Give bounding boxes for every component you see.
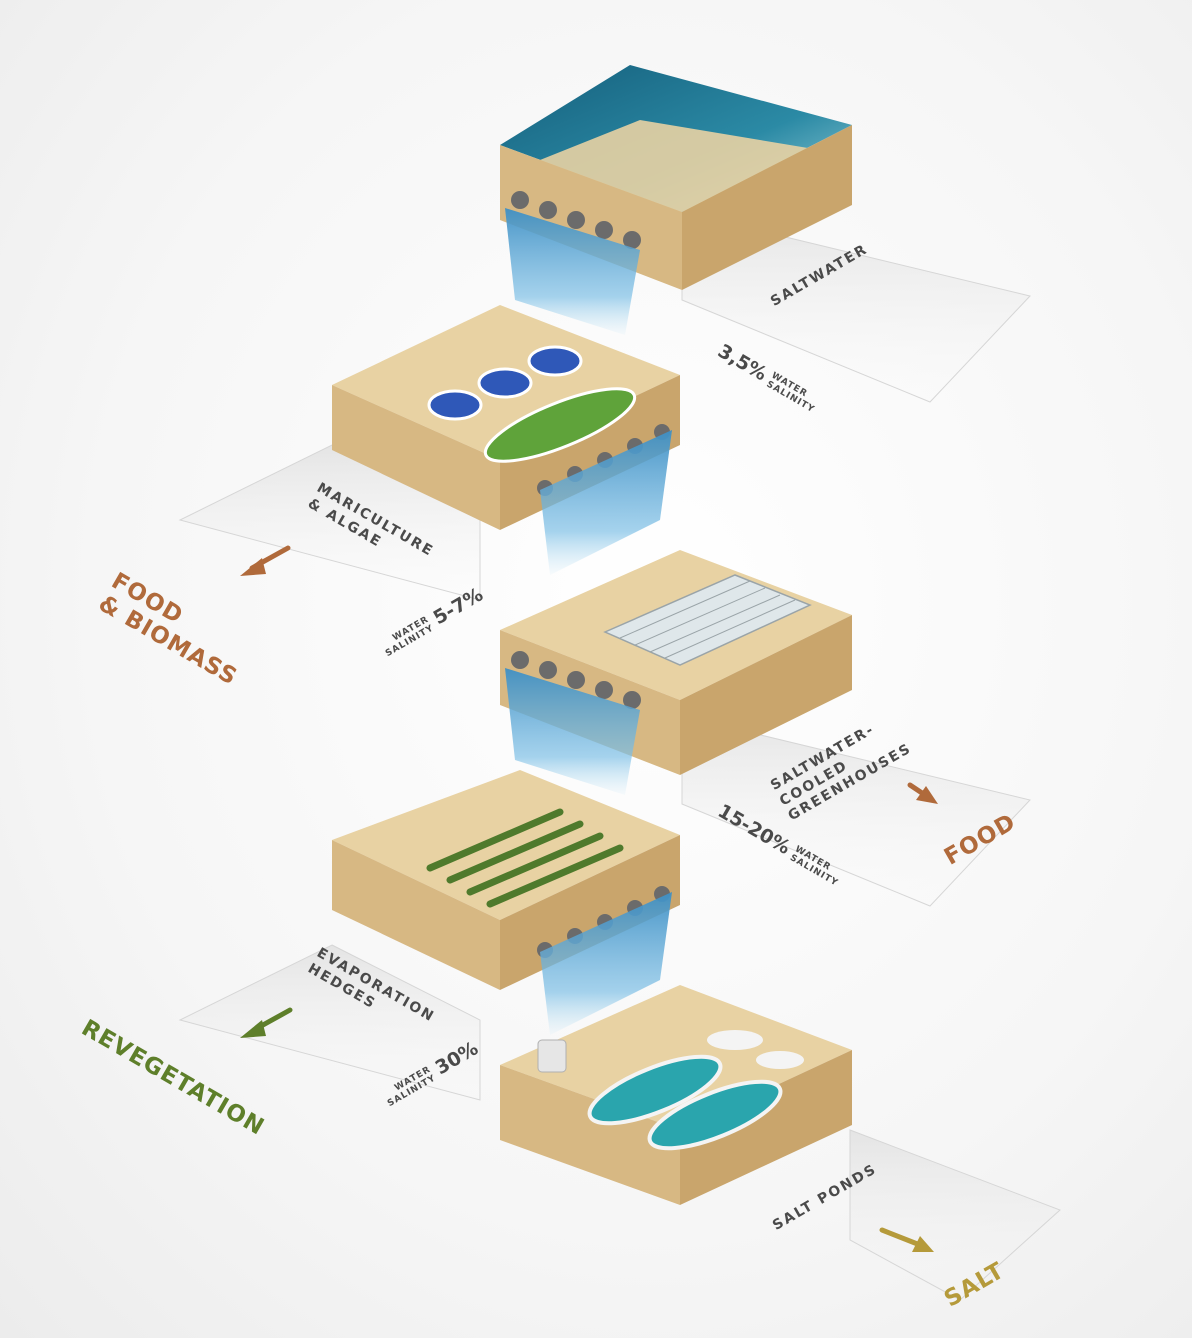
salt-piles	[707, 1030, 804, 1069]
shelf-saltponds	[849, 1129, 1061, 1301]
waterfall-1	[505, 208, 640, 335]
arrow-revegetation	[240, 1007, 293, 1038]
block-greenhouses	[500, 550, 852, 795]
block-saltponds	[500, 985, 852, 1205]
shelf-greenhouses	[681, 715, 1031, 907]
block-saltwater	[500, 65, 852, 335]
block-mariculture	[332, 305, 680, 575]
label-shelves	[178, 211, 1061, 1301]
hedge-rows	[426, 808, 624, 908]
product-arrows	[240, 545, 938, 1252]
shelf-hedges	[178, 944, 481, 1101]
storage-tank	[537, 1039, 567, 1073]
greenhouse-structure	[603, 574, 812, 666]
salt-pond-basins	[587, 1054, 783, 1151]
waterfall-3	[505, 668, 640, 795]
arrow-food	[907, 782, 938, 804]
waterfall-2	[540, 430, 672, 575]
algae-raceway	[483, 387, 637, 463]
waterfall-4	[540, 892, 672, 1035]
pipe-row-3	[511, 651, 641, 709]
pipe-row-1	[511, 191, 641, 249]
arrow-food-biomass	[240, 545, 291, 576]
arrow-salt	[879, 1227, 934, 1252]
algae-basins	[427, 345, 583, 421]
block-hedges	[332, 770, 680, 1035]
